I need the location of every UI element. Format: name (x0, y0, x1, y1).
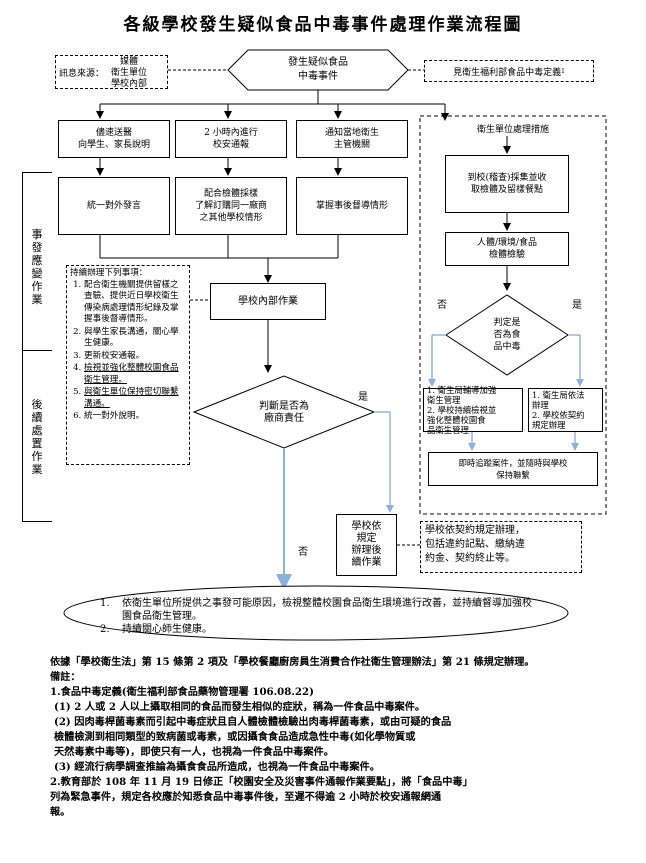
followup-item: 配合衛生機關提供留樣之查驗、提供近日學校衛生傳染病處理情形紀錄及掌握事後督導情形… (84, 280, 186, 326)
health-yes-label: 是 (572, 300, 582, 311)
page-title: 各級學校發生疑似食品中毒事件處理作業流程圖 (123, 15, 523, 35)
end-action-1: 依衛生單位所提供之事發可能原因，檢視整體校園食品衛生環境進行改善，並持續督導加強… (122, 598, 532, 622)
side-label-followup: 後 續 處 置 作 業 (31, 398, 43, 476)
definition-reference-text: 見衛生福利部食品中毒定義 (453, 67, 562, 78)
col2-bottom-box: 配合檢體採樣 了解訂購同一廠商 之其他學校情形 (175, 177, 287, 235)
contract-note-box: 學校依契約規定辦理， 包括違約記點、繳納違 約金、契約終止等。 (420, 521, 582, 573)
notes-section: 依據「學校衛生法」第 15 條第 2 項及「學校餐廳廚房員生消費合作社衛生管理辦… (50, 655, 635, 820)
end-action-2: 持續關心師生健康。 (122, 624, 212, 635)
health-sampling-box: 到校(稽查)採集並收 取檢體及留樣餐點 (445, 155, 569, 213)
definition-reference-box: 見衛生福利部食品中毒定義 1 (424, 60, 594, 82)
end-action-2-row: 2. 持續關心師生健康。 (100, 623, 536, 636)
health-left-outcome-box: 1. 衛生局輔導加強 衛生管理 2. 學校持續檢視並 強化整體校園食 品衛生管理 (423, 385, 523, 435)
health-tracking-box: 即時追蹤案件，並隨時與學校 保持聯繫 (428, 452, 598, 486)
followup-item: 與學生家長溝通，關心學生健康。 (84, 327, 186, 350)
note-item-2: 2.教育部於 108 年 11 月 19 日修正「校園安全及災害事件通報作業要點… (50, 776, 473, 818)
col2-top-text: 2 小時內進行 校安通報 (204, 128, 258, 150)
col1-bottom-box: 統一對外發言 (58, 177, 170, 235)
col3-top-box: 通知當地衛生 主管機關 (296, 120, 408, 158)
decision-no-label: 否 (298, 547, 308, 558)
source-items: 媒體 衛生單位 學校內部 (111, 57, 148, 89)
followup-tasks-box: 持續辦理下列事項： 配合衛生機關提供留樣之查驗、提供近日學校衛生傳染病處理情形紀… (66, 265, 190, 465)
start-event-label: 發生疑似食品 中毒事件 (288, 57, 348, 82)
definition-item: (1) 2 人或 2 人以上攝取相同的食品而發生相似的症狀，稱為一件食品中毒案件… (54, 701, 426, 713)
definition-reference-sup: 1 (561, 67, 565, 75)
end-ellipse (63, 585, 569, 641)
followup-item: 檢視並強化整體校園食品衛生管理。 (84, 363, 186, 386)
internal-operations-box: 學校內部作業 (210, 283, 326, 320)
health-right-outcome-box: 1. 衛生局依法 辦理 2. 學校依契約 規定辦理 (528, 388, 603, 432)
followup-item: 更新校安通報。 (84, 351, 186, 363)
col3-bottom-box: 掌握事後督導情形 (296, 177, 408, 235)
followup-item: 統一對外說明。 (84, 411, 186, 423)
end-actions: 1. 依衛生單位所提供之事發可能原因，檢視整體校園食品衛生環境進行改善，並持續督… (100, 597, 536, 636)
side-label-divider (22, 350, 52, 351)
remarks-heading: 備註： (50, 671, 81, 683)
end-action-1-row: 1. 依衛生單位所提供之事發可能原因，檢視整體校園食品衛生環境進行改善，並持續督… (100, 597, 536, 623)
decision-yes-label: 是 (358, 392, 368, 403)
side-label-emergency: 事 發 應 變 作 業 (31, 228, 43, 306)
followup-list: 配合衛生機關提供留樣之查驗、提供近日學校衛生傳染病處理情形紀錄及掌握事後督導情形… (70, 280, 186, 423)
col1-top-box: 儘速送醫 向學生、家長說明 (58, 120, 170, 158)
health-no-label: 否 (437, 300, 447, 311)
health-panel-heading: 衛生單位處理措施 (476, 125, 549, 135)
health-decision-text: 判定是 否為食 品中毒 (493, 318, 521, 352)
definition-item: (2) 因肉毒桿菌毒素而引起中毒症狀且自人體檢體檢驗出肉毒桿菌毒素，或由可疑的食… (54, 716, 452, 758)
message-source-box: 訊息來源： 媒體 衛生單位 學校內部 (55, 55, 168, 89)
side-label-frame (22, 172, 52, 522)
vendor-responsibility-decision: 判斷是否為 廠商責任 (259, 401, 309, 424)
health-testing-box: 人體/環境/食品 檢體檢驗 (445, 232, 569, 266)
health-panel-outline (419, 115, 607, 515)
col2-top-box: 2 小時內進行 校安通報 (175, 120, 287, 158)
source-label: 訊息來源： (59, 69, 105, 79)
definition-title: 1.食品中毒定義(衛生福利部食品藥物管理署 106.08.22) (50, 686, 314, 698)
followup-item: 與衛生單位保持密切聯繫溝通。 (84, 387, 186, 410)
legal-basis: 依據「學校衛生法」第 15 條第 2 項及「學校餐廳廚房員生消費合作社衛生管理辦… (50, 656, 535, 668)
followup-heading: 持續辦理下列事項： (70, 268, 148, 278)
definition-item: (3) 經流行病學調查推論為攝食食品所造成，也視為一件食品中毒案件。 (54, 761, 380, 773)
contract-followup-box: 學校依 規定 辦理後 續作業 (336, 514, 397, 576)
